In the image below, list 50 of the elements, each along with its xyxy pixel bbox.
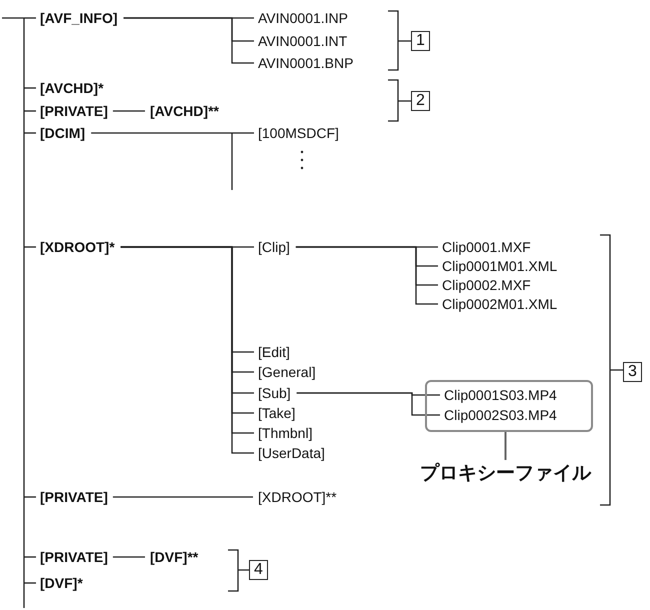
file-label: AVIN0001.INT xyxy=(258,31,348,51)
tree-line xyxy=(112,556,145,558)
file-label: [Thmbnl] xyxy=(258,423,312,443)
tree-line xyxy=(24,582,36,584)
callout-number: 2 xyxy=(411,91,430,111)
tree-line xyxy=(91,132,254,134)
folder-label: [DVF]** xyxy=(150,547,198,567)
tree-line xyxy=(24,17,36,19)
folder-label: [PRIVATE] xyxy=(40,487,108,507)
folder-label: [DCIM] xyxy=(40,123,86,143)
file-label: AVIN0001.BNP xyxy=(258,53,354,73)
file-label: [Clip] xyxy=(258,237,290,257)
tree-line xyxy=(24,87,36,89)
tree-line xyxy=(24,246,36,248)
file-label: Clip0001S03.MP4 xyxy=(444,385,557,405)
folder-label: [PRIVATE] xyxy=(40,101,108,121)
folder-label: [XDROOT]* xyxy=(40,237,115,257)
folder-label: [AVF_INFO] xyxy=(40,8,118,28)
leader-line xyxy=(504,432,506,460)
file-label: Clip0002.MXF xyxy=(442,275,531,295)
file-label: [Take] xyxy=(258,403,296,423)
file-label: Clip0002M01.XML xyxy=(442,294,558,314)
tree-line xyxy=(124,17,254,64)
callout-number: 3 xyxy=(623,362,642,382)
tree-line xyxy=(296,246,438,305)
file-label: AVIN0001.INP xyxy=(258,8,348,28)
callout-number: 4 xyxy=(249,560,268,580)
proxy-file-group-box xyxy=(425,380,593,432)
file-label: Clip0002S03.MP4 xyxy=(444,405,557,425)
tree-line xyxy=(296,392,440,416)
tree-line xyxy=(24,556,36,558)
file-label: [General] xyxy=(258,362,316,382)
file-label: Clip0001.MXF xyxy=(442,237,531,257)
file-label: [XDROOT]** xyxy=(258,487,337,507)
folder-label: [DVF]* xyxy=(40,573,83,593)
file-label: [Sub] xyxy=(258,383,291,403)
tree-line xyxy=(24,110,36,112)
tree-line xyxy=(112,110,145,112)
file-label: [Edit] xyxy=(258,342,290,362)
folder-label: [AVCHD]** xyxy=(150,101,219,121)
tree-line xyxy=(24,496,36,498)
tree-line xyxy=(112,496,253,498)
annotation-label: プロキシーファイル xyxy=(420,462,591,486)
file-label: [UserData] xyxy=(258,443,325,463)
file-label: [100MSDCF] xyxy=(258,123,339,143)
callout-number: 1 xyxy=(411,31,430,51)
folder-label: [PRIVATE] xyxy=(40,547,108,567)
folder-label: [AVCHD]* xyxy=(40,78,104,98)
tree-line xyxy=(24,132,36,134)
file-label: Clip0001M01.XML xyxy=(442,256,558,276)
